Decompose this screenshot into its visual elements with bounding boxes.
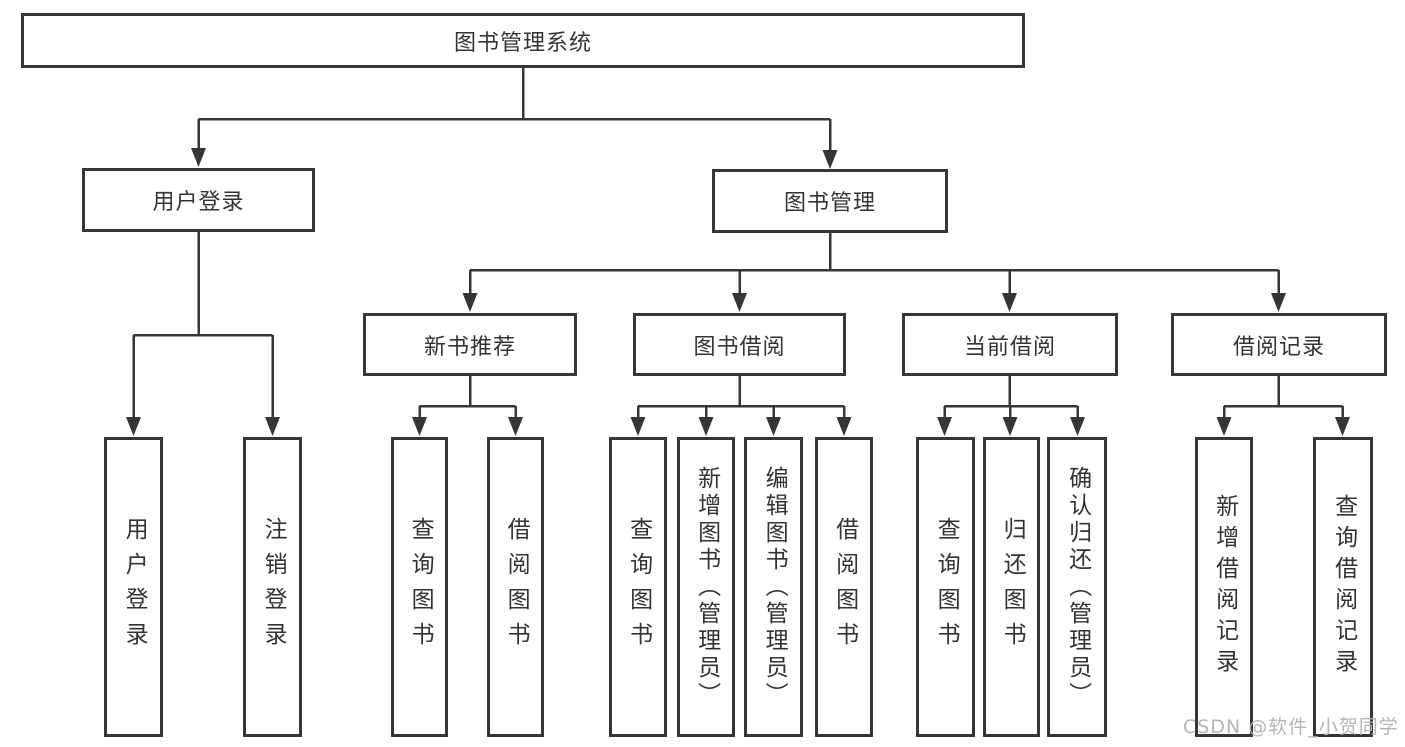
node-leaf-add-borrow-record: 新增借阅记录 <box>1195 437 1253 737</box>
node-label: 当前借阅 <box>963 334 1056 360</box>
node-new-book-recommend: 新书推荐 <box>363 313 577 376</box>
arrow-icon <box>1070 417 1085 436</box>
arrow-icon <box>630 417 646 436</box>
node-book-management: 图书管理 <box>712 169 948 233</box>
arrow-icon <box>508 417 523 436</box>
node-leaf-edit-book-admin: 编辑图书（管理员） <box>744 437 803 737</box>
arrow-icon <box>698 417 714 436</box>
node-label: 注销登录 <box>260 517 287 657</box>
arrow-icon <box>412 417 427 436</box>
node-leaf-return-book: 归还图书 <box>983 437 1040 737</box>
arrow-icon <box>1216 417 1232 436</box>
watermark: CSDN @软件_小贺同学 <box>1183 716 1399 738</box>
node-label: 查询图书 <box>625 517 652 657</box>
node-leaf-user-login: 用户登录 <box>104 437 163 737</box>
arrow-icon <box>1335 417 1350 436</box>
arrow-icon <box>1002 417 1018 436</box>
node-label: 借阅图书 <box>503 517 530 657</box>
node-label: 新增借阅记录 <box>1211 494 1238 680</box>
arrow-icon <box>1002 293 1017 312</box>
node-label: 图书借阅 <box>693 334 786 360</box>
node-label: 用户登录 <box>121 517 148 657</box>
node-leaf-query-book-current: 查询图书 <box>916 437 975 737</box>
edge-current-split <box>943 376 1079 423</box>
node-label: 归还图书 <box>999 517 1026 657</box>
node-label: 借阅记录 <box>1232 334 1325 360</box>
node-leaf-query-book-recommend: 查询图书 <box>391 437 448 737</box>
arrow-icon <box>766 417 781 436</box>
arrow-icon <box>191 148 206 167</box>
arrow-icon <box>265 417 280 436</box>
node-label: 新书推荐 <box>423 334 516 360</box>
arrow-icon <box>836 417 852 436</box>
arrowheads <box>126 148 1350 436</box>
node-label: 借阅图书 <box>831 517 858 657</box>
node-leaf-confirm-return-admin: 确认归还（管理员） <box>1047 437 1107 737</box>
arrow-icon <box>937 417 952 436</box>
node-borrow-record: 借阅记录 <box>1171 313 1387 376</box>
node-leaf-logout-login: 注销登录 <box>243 437 302 737</box>
node-label: 用户登录 <box>152 190 245 215</box>
node-leaf-query-book-borrow: 查询图书 <box>609 437 667 737</box>
edge-record-split <box>1222 376 1344 423</box>
node-leaf-borrow-book-recommend: 借阅图书 <box>487 437 544 737</box>
arrow-icon <box>1271 293 1286 312</box>
node-label: 确认归还（管理员） <box>1064 465 1091 709</box>
node-label: 图书管理系统 <box>453 30 592 56</box>
node-label: 查询图书 <box>933 517 960 657</box>
edge-newbook-split <box>418 376 517 423</box>
node-book-borrow: 图书借阅 <box>633 313 846 376</box>
node-label: 编辑图书（管理员） <box>761 465 788 709</box>
node-leaf-query-borrow-record: 查询借阅记录 <box>1313 437 1373 737</box>
node-leaf-add-book-admin: 新增图书（管理员） <box>677 437 735 737</box>
arrow-icon <box>732 293 747 312</box>
node-label: 新增图书（管理员） <box>693 465 720 709</box>
edge-bookmgmt-split <box>468 233 1280 299</box>
edge-userlogin-split <box>132 232 274 423</box>
node-current-borrow: 当前借阅 <box>902 313 1118 376</box>
arrow-icon <box>126 417 141 436</box>
node-label: 图书管理 <box>783 191 876 216</box>
edge-root-split <box>197 68 832 156</box>
arrow-icon <box>822 150 838 169</box>
node-label: 查询图书 <box>407 517 434 657</box>
arrow-icon <box>462 293 478 312</box>
node-library-system: 图书管理系统 <box>21 13 1025 68</box>
node-leaf-borrow-book: 借阅图书 <box>815 437 873 737</box>
node-user-login: 用户登录 <box>82 168 315 232</box>
node-label: 查询借阅记录 <box>1330 494 1357 680</box>
edge-borrow-split <box>636 376 846 423</box>
